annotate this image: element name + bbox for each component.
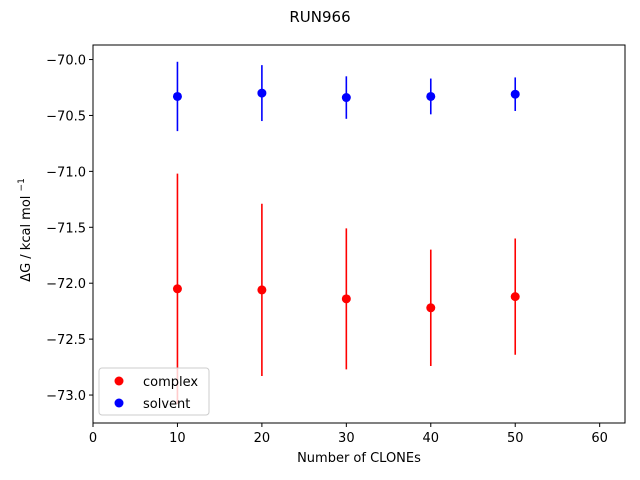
- data-point: [426, 91, 436, 101]
- x-tick-label: 50: [507, 431, 524, 446]
- y-axis-label: ΔG / kcal mol −1: [17, 178, 34, 282]
- x-tick-label: 60: [591, 431, 608, 446]
- legend-marker-solvent: [114, 398, 124, 408]
- x-tick-label: 20: [254, 431, 271, 446]
- y-tick-label: −71.0: [46, 165, 86, 180]
- plot-frame: [92, 44, 626, 424]
- legend: complex solvent: [98, 367, 210, 416]
- data-point: [257, 88, 267, 98]
- x-tick-label: 0: [89, 431, 97, 446]
- x-axis: 0 10 20 30 40 50 60: [89, 423, 608, 446]
- series-complex: [172, 173, 520, 404]
- x-tick-label: 30: [338, 431, 355, 446]
- series-solvent: [172, 61, 520, 132]
- data-point: [172, 91, 182, 101]
- legend-label-solvent: solvent: [143, 397, 190, 412]
- data-point: [426, 303, 436, 313]
- x-tick-label: 10: [169, 431, 186, 446]
- legend-label-complex: complex: [143, 375, 198, 390]
- y-tick-label: −70.0: [46, 54, 86, 69]
- data-point: [341, 93, 351, 103]
- x-tick-label: 40: [423, 431, 440, 446]
- y-tick-label: −71.5: [46, 221, 86, 236]
- y-tick-label: −73.0: [46, 389, 86, 404]
- legend-marker-complex: [114, 376, 124, 386]
- chart-title: RUN966: [289, 8, 350, 26]
- data-point: [510, 292, 520, 302]
- data-point: [172, 284, 182, 294]
- data-point: [510, 89, 520, 99]
- legend-box: [98, 367, 210, 416]
- data-point: [341, 294, 351, 304]
- data-point: [257, 285, 267, 295]
- y-tick-label: −72.0: [46, 277, 86, 292]
- y-tick-label: −70.5: [46, 109, 86, 124]
- y-axis: −73.0 −72.5 −72.0 −71.5 −71.0 −70.5 −70.0: [46, 54, 93, 404]
- series-layer: [172, 61, 520, 404]
- y-tick-label: −72.5: [46, 333, 86, 348]
- x-axis-label: Number of CLONEs: [297, 451, 421, 466]
